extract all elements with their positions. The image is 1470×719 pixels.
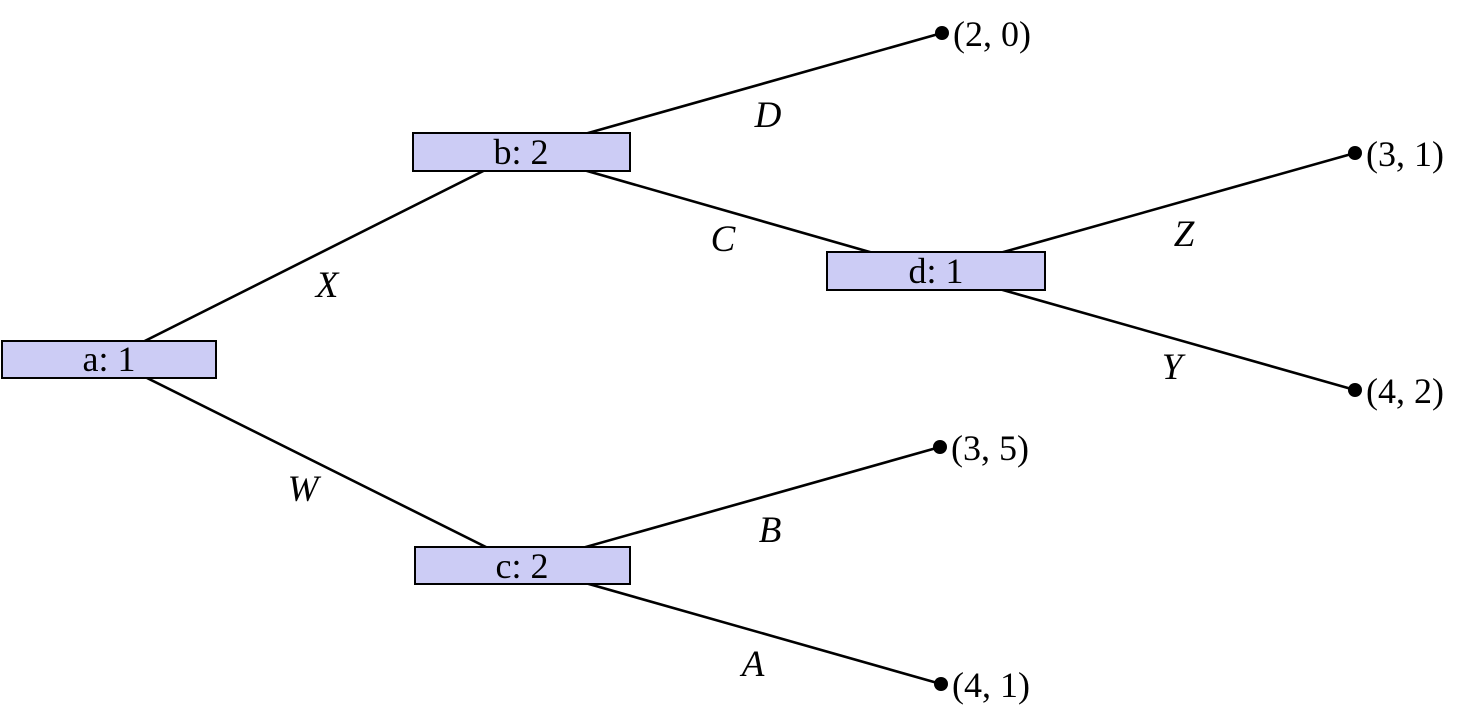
leaf-4-1: (4, 1)	[934, 665, 1030, 705]
leaf-2-0-dot	[935, 26, 949, 40]
node-d-label: d: 1	[908, 251, 963, 291]
node-a-label: a: 1	[83, 339, 136, 379]
leaf-4-2-payoff: (4, 2)	[1366, 371, 1444, 411]
leaf-2-0: (2, 0)	[935, 14, 1031, 54]
edge-label-y: Y	[1162, 347, 1186, 388]
node-d: d: 1	[826, 251, 1046, 291]
node-b-box	[412, 132, 631, 172]
edge-label-z: Z	[1174, 214, 1195, 255]
edge-label-b: B	[759, 510, 782, 551]
node-a-box	[1, 340, 217, 379]
edge-label-d: D	[754, 95, 782, 136]
node-c: c: 2	[414, 546, 631, 586]
leaf-4-2: (4, 2)	[1348, 371, 1444, 411]
edge-a-c	[107, 357, 524, 567]
node-c-box	[414, 546, 631, 585]
edge-label-x: X	[314, 265, 340, 306]
leaf-3-1-dot	[1348, 146, 1362, 160]
leaf-3-5-payoff: (3, 5)	[951, 428, 1029, 468]
decision-nodes: a: 1 b: 2 c: 2 d: 1	[1, 132, 1046, 586]
leaf-4-1-payoff: (4, 1)	[952, 665, 1030, 705]
leaf-3-1: (3, 1)	[1348, 134, 1444, 174]
node-a: a: 1	[1, 339, 217, 379]
edge-label-w: W	[288, 469, 322, 510]
leaf-3-1-payoff: (3, 1)	[1366, 134, 1444, 174]
edge-c-leaf-3-5	[520, 445, 942, 567]
node-c-label: c: 2	[496, 546, 549, 586]
leaf-3-5-dot	[933, 440, 947, 454]
edge-label-c: C	[711, 219, 737, 260]
node-b: b: 2	[412, 132, 631, 172]
node-b-label: b: 2	[493, 132, 548, 172]
leaf-4-1-dot	[934, 677, 948, 691]
leaf-3-5: (3, 5)	[933, 428, 1029, 468]
leaf-4-2-dot	[1348, 383, 1362, 397]
edge-a-b	[107, 150, 523, 361]
edge-label-a: A	[739, 644, 765, 685]
node-d-box	[826, 251, 1046, 291]
leaf-nodes: (2, 0) (3, 1) (4, 2) (3, 5) (4, 1)	[933, 14, 1444, 705]
edge-labels: X W D C Z Y B A	[288, 95, 1195, 685]
leaf-2-0-payoff: (2, 0)	[953, 14, 1031, 54]
